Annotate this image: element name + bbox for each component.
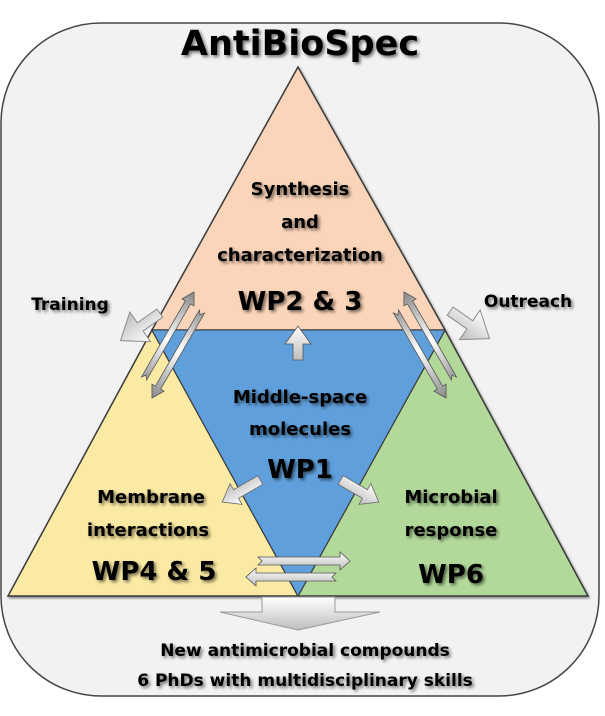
exchange-arrows-right-icon — [392, 291, 458, 399]
outcome-line-1: New antimicrobial compounds — [160, 641, 450, 661]
membrane-line-1: Membrane — [97, 487, 205, 508]
synthesis-line-1: Synthesis — [251, 179, 350, 200]
outcome-down-arrow-icon — [219, 596, 381, 631]
membrane-line-2: interactions — [87, 520, 209, 541]
exchange-arrows-left-icon — [140, 291, 206, 399]
middle-line-1: Middle-space — [233, 387, 367, 408]
synthesis-line-3: characterization — [217, 245, 383, 266]
training-arrow-icon — [119, 308, 164, 343]
wp2-3-label: WP2 & 3 — [238, 287, 363, 317]
up-arrow-icon — [284, 325, 312, 361]
outreach-arrow-icon — [446, 306, 491, 341]
arrow-to-membrane-icon — [221, 475, 264, 505]
outcome-line-2: 6 PhDs with multidisciplinary skills — [137, 671, 473, 691]
diagram-title: AntiBioSpec — [181, 24, 419, 64]
middle-line-2: molecules — [249, 419, 351, 440]
outreach-label: Outreach — [484, 292, 572, 312]
synthesis-line-2: and — [281, 212, 319, 233]
exchange-arrows-bottom-icon — [245, 551, 351, 587]
microbial-line-1: Microbial — [404, 487, 497, 508]
microbial-line-2: response — [405, 520, 498, 541]
wp6-label: WP6 — [418, 560, 484, 590]
wp4-5-label: WP4 & 5 — [92, 557, 217, 587]
training-label: Training — [31, 295, 109, 315]
wp1-label: WP1 — [267, 455, 333, 485]
arrow-to-microbial-icon — [337, 475, 380, 505]
